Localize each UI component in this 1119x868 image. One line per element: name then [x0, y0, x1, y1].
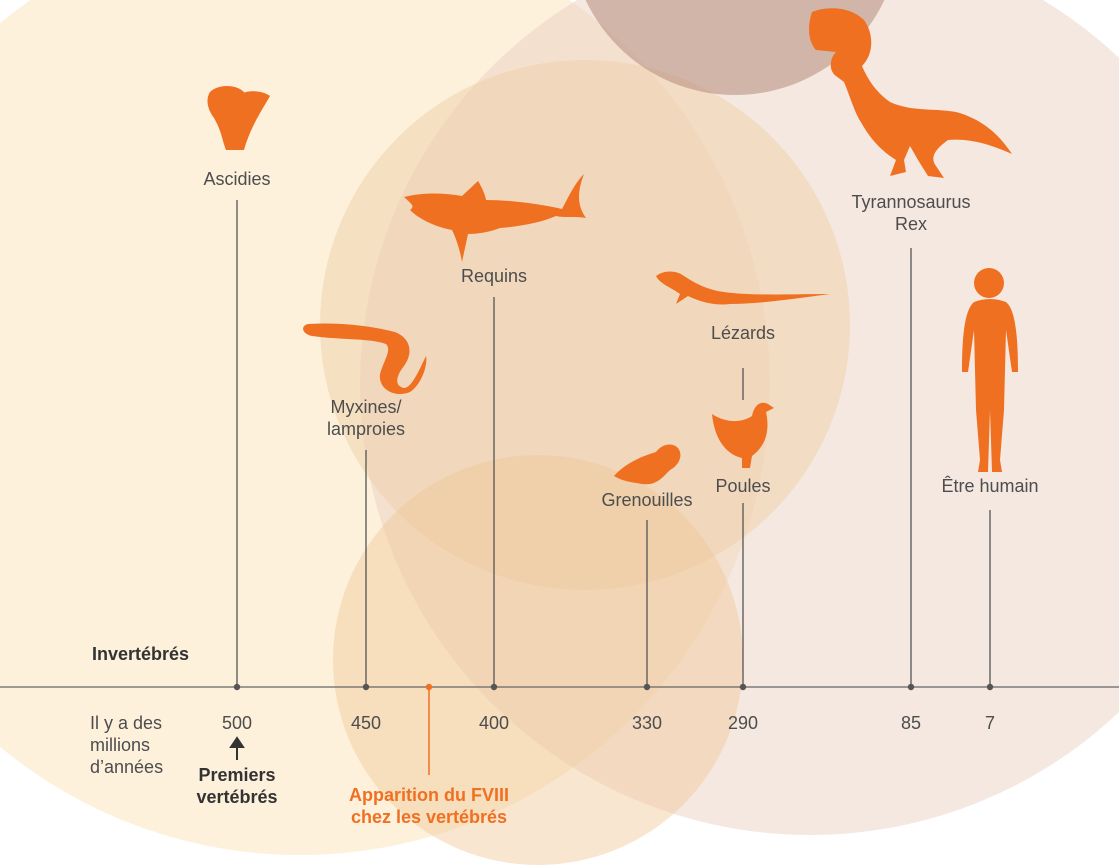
- invertebrates-label: Invertébrés: [92, 643, 189, 665]
- label-trex: Tyrannosaurus Rex: [836, 191, 986, 235]
- tick-330: 330: [632, 712, 662, 734]
- label-human: Être humain: [915, 475, 1065, 497]
- tick-450: 450: [351, 712, 381, 734]
- tick-7: 7: [985, 712, 995, 734]
- dot-500: [234, 684, 240, 690]
- dot-7: [987, 684, 993, 690]
- tick-400: 400: [479, 712, 509, 734]
- axis-title: Il y a des millions d’années: [90, 712, 163, 778]
- fviii-marker-dot: [426, 684, 432, 690]
- label-lezards: Lézards: [683, 322, 803, 344]
- tick-290: 290: [728, 712, 758, 734]
- label-requins: Requins: [434, 265, 554, 287]
- label-poules: Poules: [683, 475, 803, 497]
- label-ascidies: Ascidies: [177, 168, 297, 190]
- dot-450: [363, 684, 369, 690]
- dot-400: [491, 684, 497, 690]
- dot-85: [908, 684, 914, 690]
- dot-330: [644, 684, 650, 690]
- label-myxines: Myxines/ lamproies: [306, 396, 426, 440]
- tick-500: 500: [222, 712, 252, 734]
- tick-85: 85: [901, 712, 921, 734]
- fviii-label: Apparition du FVIII chez les vertébrés: [324, 784, 534, 828]
- first-vertebrates-label: Premiers vertébrés: [177, 764, 297, 808]
- dot-290: [740, 684, 746, 690]
